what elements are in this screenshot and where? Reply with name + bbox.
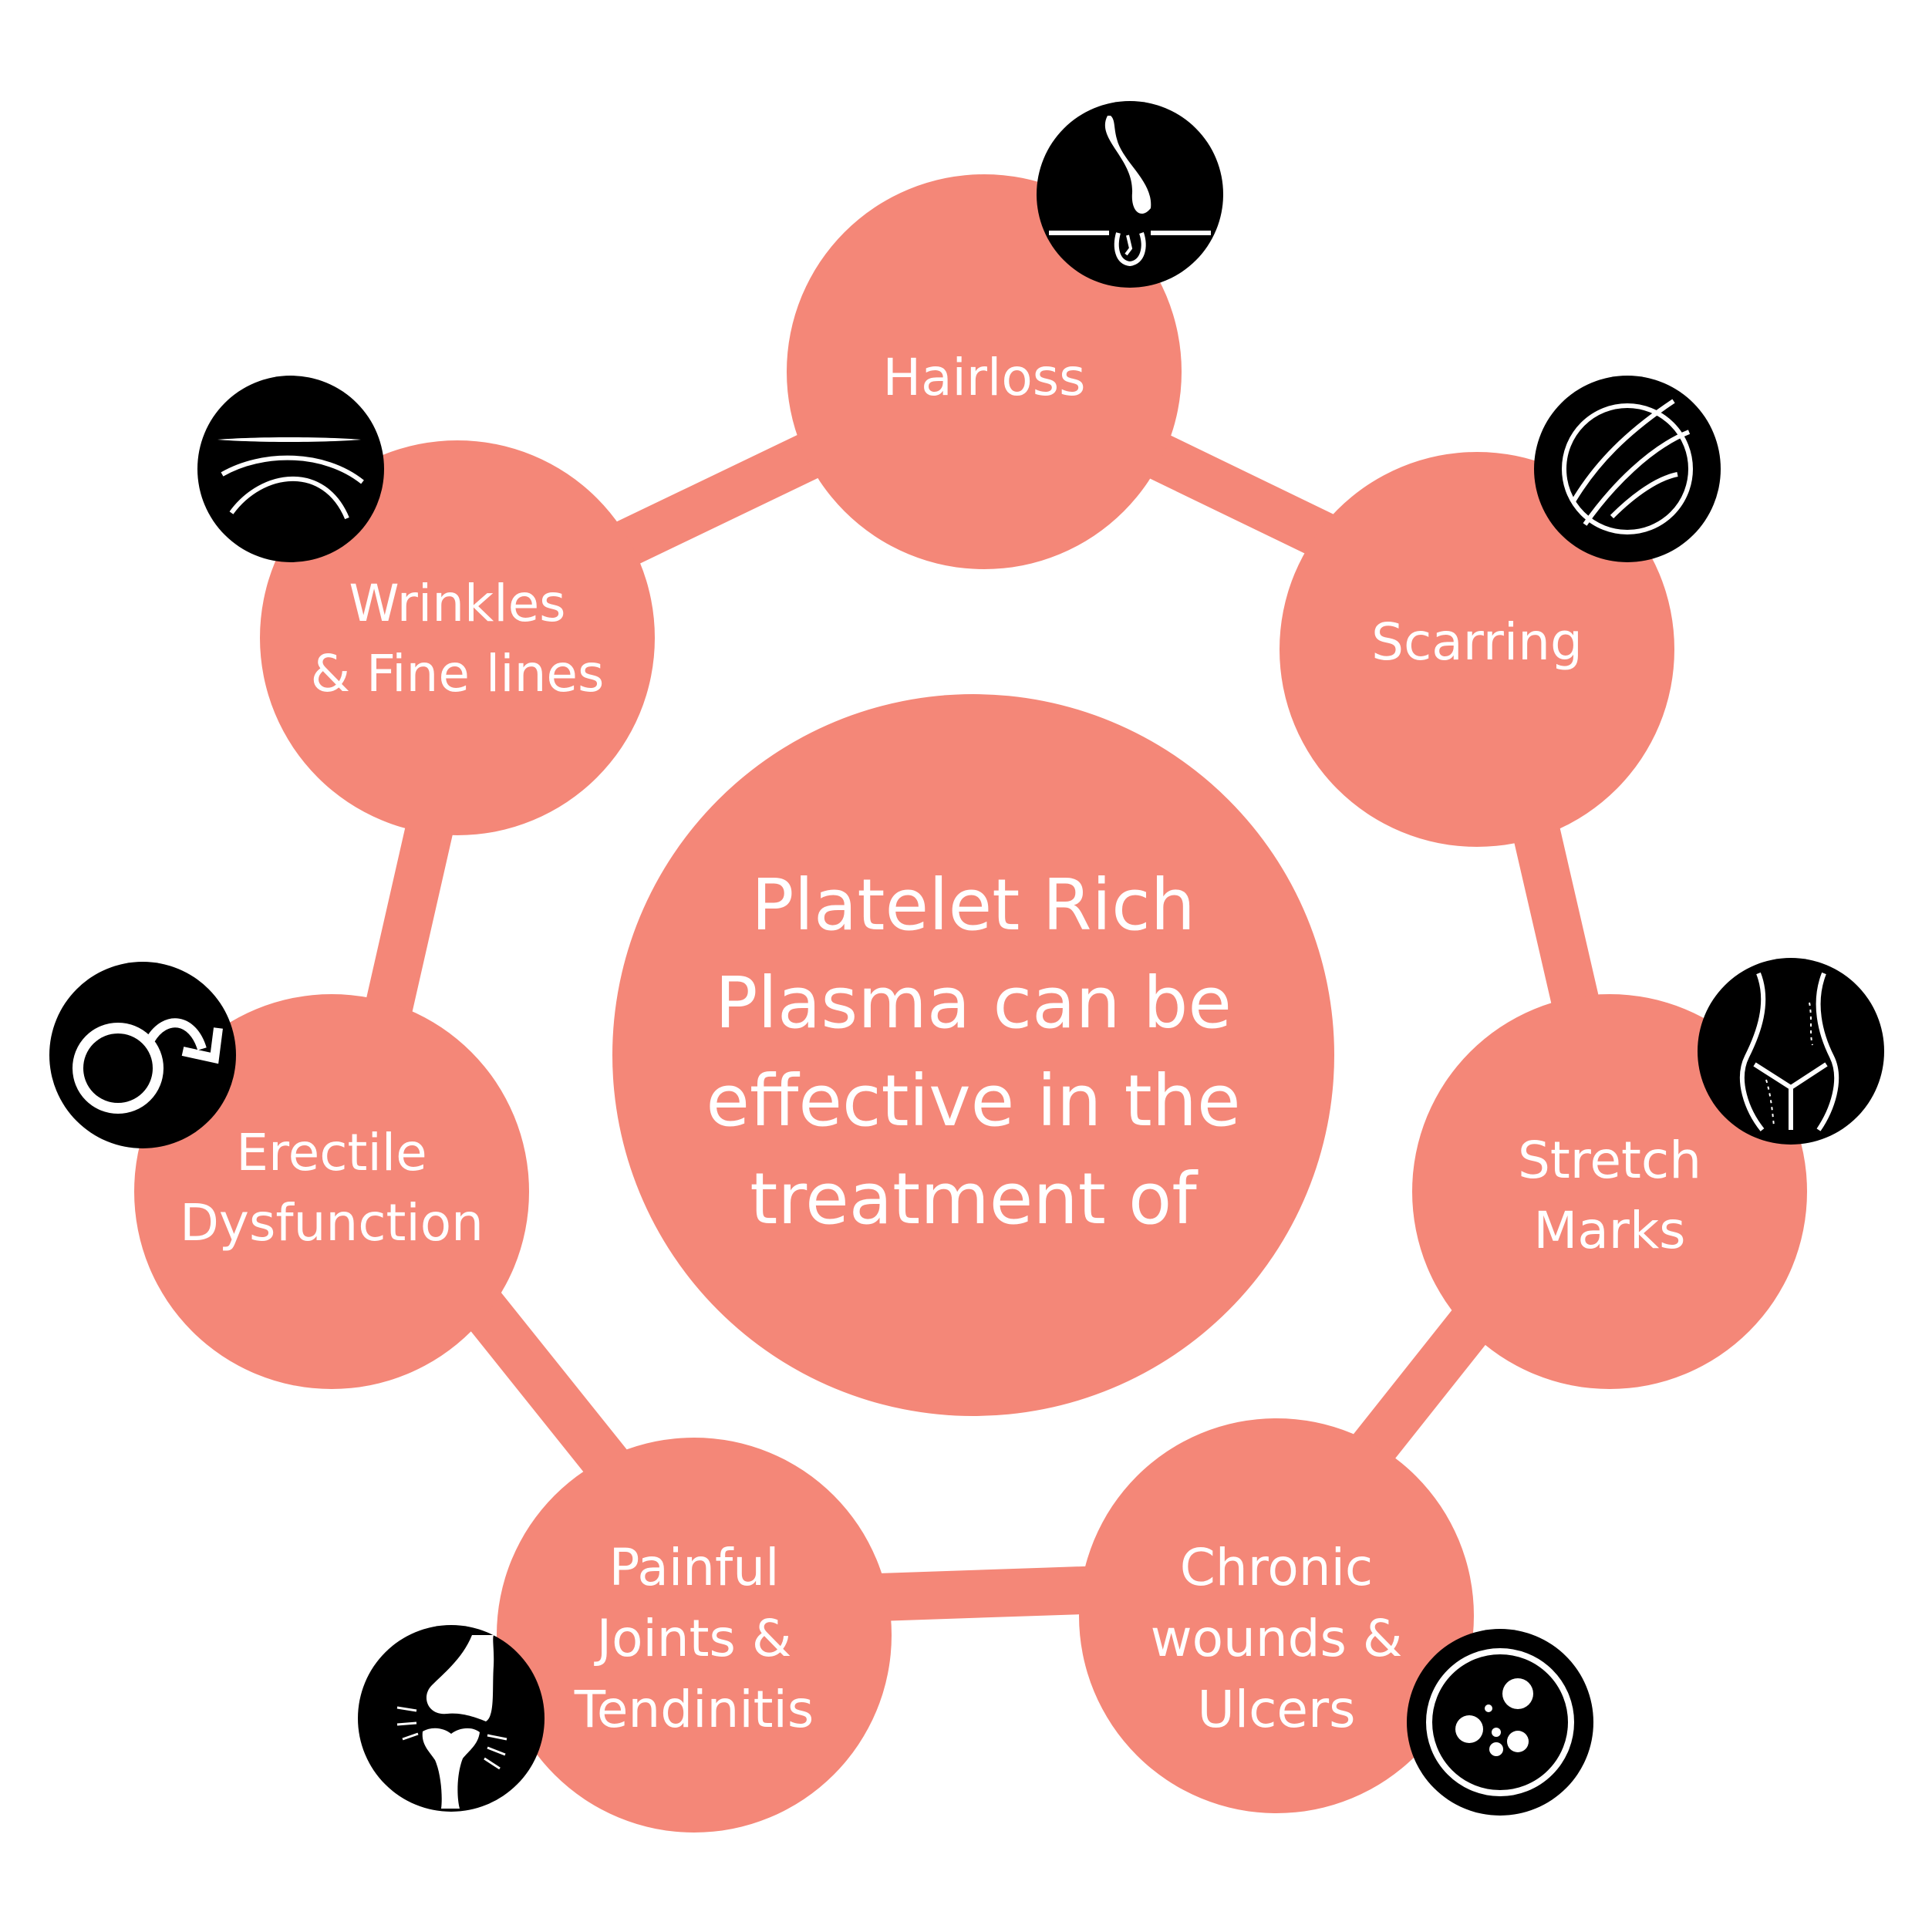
knee-joint-icon: [358, 1625, 545, 1812]
node-circle: [260, 440, 655, 835]
center-node: Platelet Rich Plasma can be effective in…: [612, 694, 1334, 1416]
node-label-line: Erectile: [236, 1123, 427, 1182]
node-circle: [1079, 1418, 1474, 1813]
center-line-2: Plasma can be: [715, 962, 1232, 1044]
node-chronic-wounds: Chronic wounds & Ulcers: [1079, 1418, 1593, 1816]
male-symbol-icon: [49, 962, 236, 1148]
node-label-line: Dysfunction: [180, 1193, 484, 1253]
node-label-line: Marks: [1533, 1201, 1685, 1260]
wrinkle-lines-icon: [197, 376, 384, 562]
node-circle: [1280, 452, 1674, 847]
node-wrinkles: Wrinkles & Fine lines: [197, 376, 655, 835]
torso-stretch-marks-icon: [1698, 958, 1884, 1145]
scar-icon: [1534, 376, 1721, 562]
node-label-line: Scarring: [1371, 612, 1583, 672]
node-label-line: Wrinkles: [349, 574, 565, 633]
cells-wound-icon: [1407, 1629, 1593, 1816]
node-label-line: Hairloss: [882, 348, 1085, 407]
node-label-line: Ulcers: [1197, 1680, 1355, 1739]
node-label-line: wounds &: [1151, 1609, 1403, 1668]
node-stretch-marks: Stretch Marks: [1412, 958, 1884, 1389]
node-scarring: Scarring: [1280, 376, 1721, 847]
node-painful-joints: Painful Joints & Tendinitis: [358, 1438, 892, 1833]
node-hairloss: Hairloss: [787, 101, 1223, 569]
node-label-line: Tendinitis: [574, 1680, 814, 1739]
center-line-1: Platelet Rich: [751, 864, 1195, 946]
node-circle: [497, 1438, 892, 1833]
node-label-line: Stretch: [1518, 1131, 1701, 1190]
center-circle: [612, 694, 1334, 1416]
node-label-line: Painful: [609, 1538, 780, 1597]
node-label-line: & Fine lines: [311, 644, 605, 703]
hair-follicle-icon: [1037, 101, 1223, 288]
node-circle: [134, 994, 529, 1389]
center-line-3: effective in the: [706, 1060, 1240, 1142]
node-erectile-dysfunction: Erectile Dysfunction: [49, 962, 529, 1389]
node-label-line: Joints &: [594, 1609, 792, 1668]
center-line-4: treatment of: [750, 1158, 1199, 1240]
node-label-line: Chronic: [1180, 1538, 1373, 1597]
